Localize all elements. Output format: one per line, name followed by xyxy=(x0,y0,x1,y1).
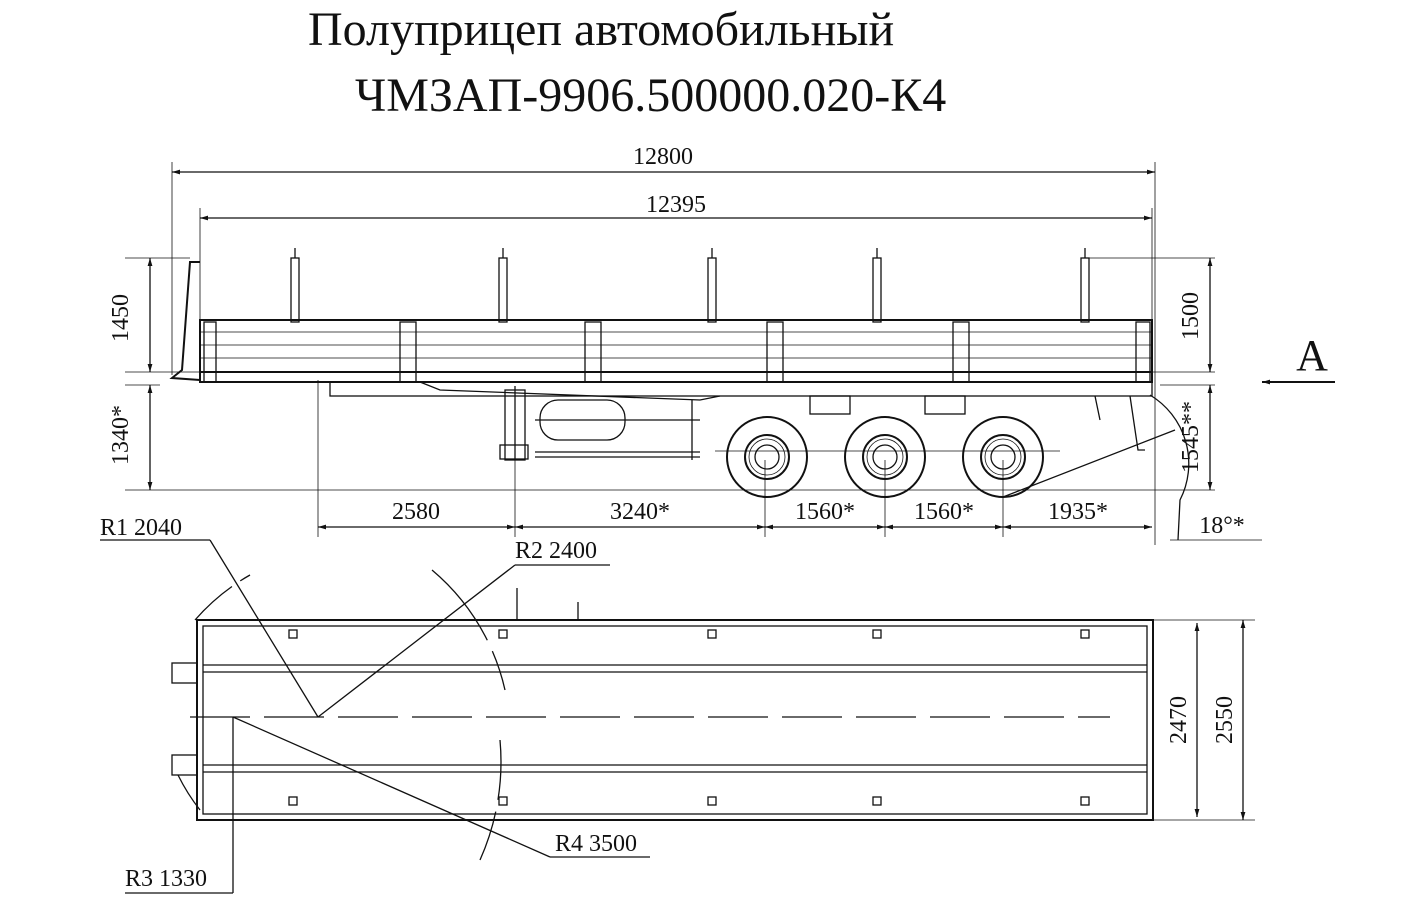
dimension-label: 12395 xyxy=(646,192,706,218)
dimension-rear-platform-height: 1545** xyxy=(1178,385,1213,490)
svg-text:1340*: 1340* xyxy=(108,405,134,465)
spacing-label: 1560* xyxy=(795,499,855,525)
chassis xyxy=(419,381,1145,461)
spacing-label: 1560* xyxy=(914,499,974,525)
top-view: 2470 2550 R1 2040 R2 2400 xyxy=(100,515,1255,894)
drawing-title-line1: Полуприцеп автомобильный xyxy=(308,3,895,56)
radius-r1: R1 2040 xyxy=(100,515,319,718)
svg-text:1545**: 1545** xyxy=(1178,401,1204,473)
dimension-label: 12800 xyxy=(633,144,693,170)
dimension-outer-width: 2550 xyxy=(1212,620,1246,820)
dimension-inner-width: 2470 xyxy=(1166,623,1200,817)
svg-text:R4 3500: R4 3500 xyxy=(555,831,637,857)
turning-radii: R1 2040 R2 2400 R3 1330 R4 3500 xyxy=(100,515,650,894)
dimension-rear-board-height: 1500 xyxy=(1178,258,1213,372)
spacing-label: 3240* xyxy=(610,499,670,525)
radius-r2: R2 2400 xyxy=(317,538,610,718)
svg-text:R2 2400: R2 2400 xyxy=(515,538,597,564)
spacing-label: 2580 xyxy=(392,499,440,525)
svg-text:А: А xyxy=(1296,331,1328,380)
spacing-label: 1935* xyxy=(1048,499,1108,525)
svg-text:2470: 2470 xyxy=(1166,696,1192,744)
side-view: 12800 12395 xyxy=(108,144,1335,545)
view-a-arrow: А xyxy=(1262,331,1335,385)
wheels xyxy=(715,416,1060,498)
svg-text:R1 2040: R1 2040 xyxy=(100,515,182,541)
radius-r3: R3 1330 xyxy=(125,717,234,894)
svg-text:18°*: 18°* xyxy=(1199,513,1245,539)
svg-text:R3 1330: R3 1330 xyxy=(125,866,207,892)
svg-text:2550: 2550 xyxy=(1212,696,1238,744)
dimension-platform-length: 12395 xyxy=(200,192,1152,221)
wheel-1 xyxy=(726,416,808,498)
radius-r4: R4 3500 xyxy=(232,716,650,858)
svg-text:1500: 1500 xyxy=(1178,292,1204,340)
dimension-overall-length: 12800 xyxy=(172,144,1155,175)
svg-text:1450: 1450 xyxy=(108,294,134,342)
drawing-title-line2: ЧМЗАП-9906.500000.020-К4 xyxy=(355,69,947,122)
axle-spacing-dimensions: 2580 3240* 1560* 1560* 1935* xyxy=(317,380,1152,537)
dimension-front-board-height: 1450 xyxy=(108,258,153,372)
departure-angle: 18°* xyxy=(1002,394,1262,541)
stake-pockets xyxy=(288,629,1090,806)
side-boards xyxy=(169,261,1153,397)
dimension-front-platform-height: 1340* xyxy=(108,385,153,490)
stakes xyxy=(125,248,1215,323)
